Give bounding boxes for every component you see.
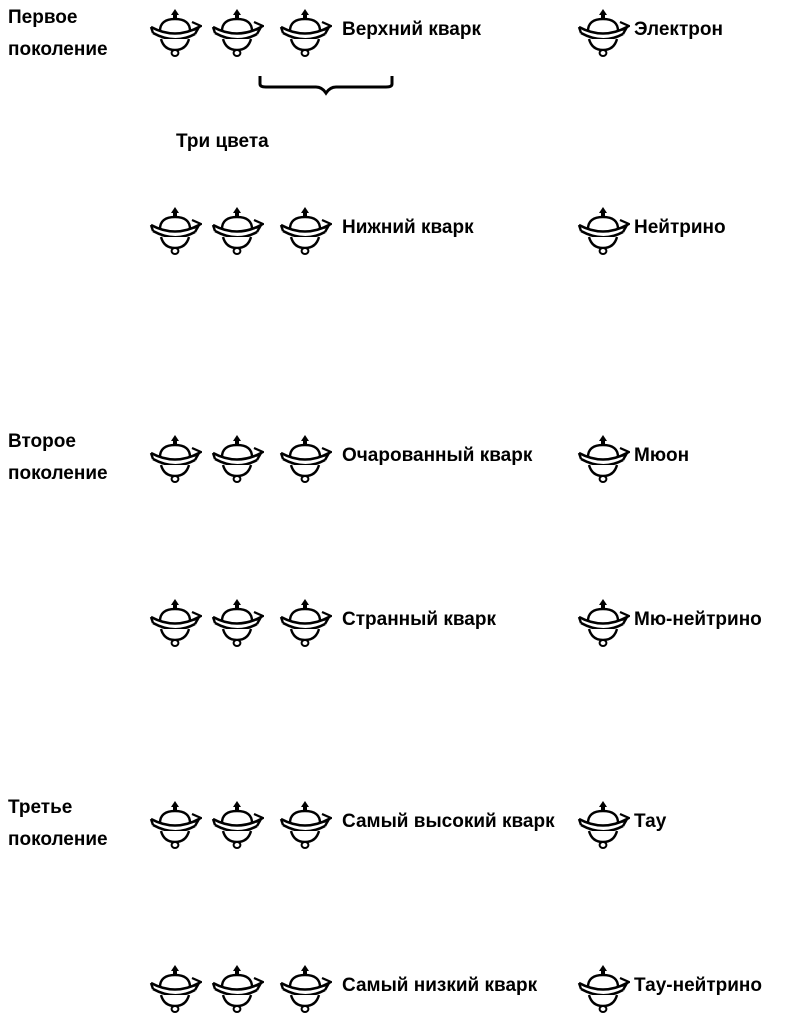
generation-3-label-line2: поколение — [8, 829, 108, 850]
spinning-top-icon — [210, 434, 264, 484]
quark-label: Очарованный кварк — [342, 445, 533, 466]
spinning-top-icon — [148, 800, 202, 850]
quark-label: Нижний кварк — [342, 217, 474, 238]
spinning-top-icon — [576, 8, 630, 58]
generation-3-label-line1: Третье — [8, 797, 73, 818]
generation-2-label-line2: поколение — [8, 463, 108, 484]
spinning-top-icon — [148, 598, 202, 648]
generation-3-label: Третье поколение — [8, 792, 108, 856]
lepton-label: Электрон — [634, 19, 723, 40]
spinning-top-icon — [278, 8, 332, 58]
spinning-top-icon — [148, 8, 202, 58]
spinning-top-icon — [278, 800, 332, 850]
spinning-top-icon — [278, 964, 332, 1014]
spinning-top-icon — [576, 434, 630, 484]
spinning-top-icon — [278, 206, 332, 256]
lepton-label: Тау-нейтрино — [634, 975, 762, 996]
spinning-top-icon — [576, 206, 630, 256]
spinning-top-icon — [148, 206, 202, 256]
spinning-top-icon — [278, 598, 332, 648]
lepton-label: Нейтрино — [634, 217, 726, 238]
spinning-top-icon — [278, 434, 332, 484]
generation-3-row-1: Самый высокий кварк Тау — [148, 800, 792, 850]
quark-label: Самый низкий кварк — [342, 975, 538, 996]
generation-1-label-line2: поколение — [8, 39, 108, 60]
brace-icon — [258, 76, 394, 96]
spinning-top-icon — [576, 598, 630, 648]
spinning-top-icon — [210, 8, 264, 58]
generation-2-row-1: Очарованный кварк Мюон — [148, 434, 792, 484]
three-colors-label: Три цвета — [176, 131, 269, 152]
spinning-top-icon — [576, 800, 630, 850]
spinning-top-icon — [210, 206, 264, 256]
generation-3-row-2: Самый низкий кварк Тау-нейтрино — [148, 964, 792, 1014]
spinning-top-icon — [210, 598, 264, 648]
quark-label: Странный кварк — [342, 609, 496, 630]
spinning-top-icon — [210, 800, 264, 850]
lepton-label: Мюон — [634, 445, 690, 466]
generation-1-row-2: Нижний кварк Нейтрино — [148, 206, 792, 256]
generation-1-label: Первое поколение — [8, 2, 108, 66]
lepton-label: Мю-нейтрино — [634, 609, 762, 630]
generation-1-label-line1: Первое — [8, 7, 78, 28]
spinning-top-icon — [210, 964, 264, 1014]
generation-2-label-line1: Второе — [8, 431, 76, 452]
generation-2-row-2: Странный кварк Мю-нейтрино — [148, 598, 792, 648]
lepton-label: Тау — [634, 811, 667, 832]
spinning-top-icon — [576, 964, 630, 1014]
quark-label: Самый высокий кварк — [342, 811, 555, 832]
generation-2-label: Второе поколение — [8, 426, 108, 490]
generation-1-row-1: Верхний кварк Электрон — [148, 8, 792, 58]
spinning-top-icon — [148, 434, 202, 484]
quark-label: Верхний кварк — [342, 19, 481, 40]
spinning-top-icon — [148, 964, 202, 1014]
